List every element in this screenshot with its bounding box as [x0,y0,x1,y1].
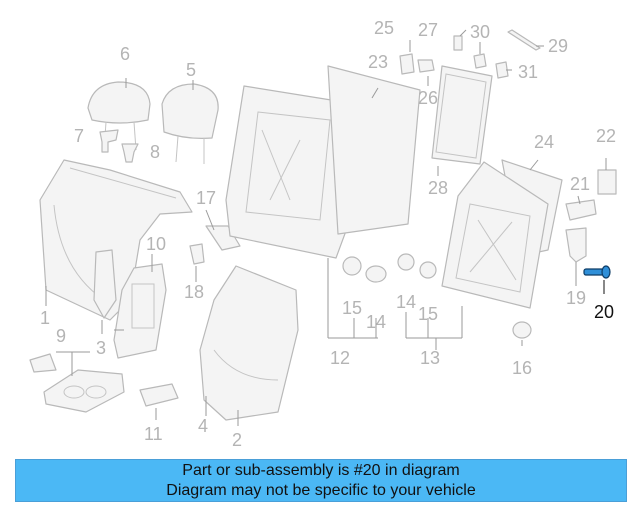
clip-30 [473,53,487,69]
seatback-frame-right [441,161,549,309]
banner-line-2: Diagram may not be specific to your vehi… [166,481,476,499]
bushing-14-b [397,253,415,271]
callout-29: 29 [548,36,568,56]
clip-31 [495,61,509,79]
info-banner: Part or sub-assembly is #20 in diagram D… [15,459,627,502]
callout-25: 25 [374,18,394,38]
stopper-27 [453,35,463,51]
headrest-center [161,83,219,164]
hinge-19 [565,227,587,263]
seatback-cover-left [39,159,193,321]
callout-4: 4 [198,416,208,436]
callout-13: 13 [420,348,440,368]
guide-8 [121,143,139,163]
rod-29 [507,29,541,51]
callout-5: 5 [186,60,196,80]
callout-3: 3 [96,338,106,358]
clip-26 [417,59,435,73]
callout-15-b: 15 [418,304,438,324]
headrest-left [87,81,151,153]
callout-26: 26 [418,88,438,108]
callout-28: 28 [428,178,448,198]
callout-21: 21 [570,174,590,194]
bushing-15-a [342,256,362,276]
callout-10: 10 [146,234,166,254]
callout-7: 7 [74,126,84,146]
bushing-15-b [419,261,437,279]
grommet-16 [512,321,532,339]
banner-line-1: Part or sub-assembly is #20 in diagram [182,461,460,479]
callout-9: 9 [56,326,66,346]
callout-8: 8 [150,142,160,162]
callout-20: 20 [594,302,614,322]
callout-18: 18 [184,282,204,302]
seatback-cover-center [199,265,299,421]
cap-22 [597,169,617,195]
callout-27: 27 [418,20,438,40]
guide-7 [99,129,119,153]
back-panel-23 [327,65,421,235]
bushing-14-a [365,265,387,283]
callout-17: 17 [196,188,216,208]
callout-16: 16 [512,358,532,378]
parts-diagram: 1 2 3 4 5 6 7 8 9 10 11 12 13 14 14 15 1… [29,18,617,450]
callout-19: 19 [566,288,586,308]
cover-21 [565,199,597,221]
panel-28 [431,65,493,165]
clip-18 [189,243,205,265]
panel-10 [113,263,167,359]
callout-14-b: 14 [396,292,416,312]
callout-15-a: 15 [342,298,362,318]
callout-22: 22 [596,126,616,146]
callout-23: 23 [368,52,388,72]
callout-1: 1 [40,308,50,328]
pad-3 [93,249,117,319]
callout-30: 30 [470,22,490,42]
callout-6: 6 [120,44,130,64]
callout-31: 31 [518,62,538,82]
callout-11: 11 [144,424,163,444]
callout-24: 24 [534,132,554,152]
trim-9 [29,353,57,373]
cover-11 [139,383,179,407]
bolt-20[interactable] [583,265,611,279]
bracket-25 [399,53,415,75]
callout-12: 12 [330,348,350,368]
callout-2: 2 [232,430,242,450]
callout-14-a: 14 [366,312,386,332]
